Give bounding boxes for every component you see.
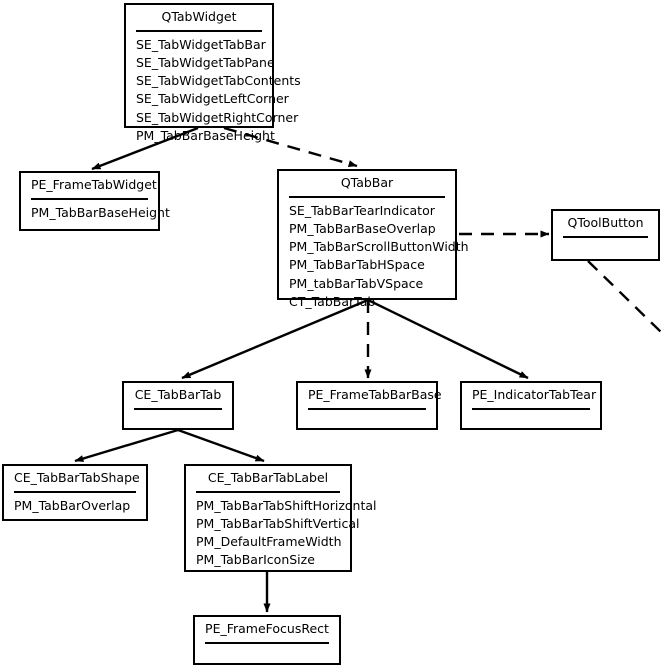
- edge-ce-tabbartab-to-ce-tabbartablabel: [177, 428, 265, 463]
- member-item: PM_TabBarScrollButtonWidth: [289, 239, 469, 255]
- node-divider: [308, 407, 426, 410]
- member-item: SE_TabWidgetLeftCorner: [136, 91, 289, 107]
- node-title: CE_TabBarTabLabel: [207, 470, 329, 485]
- member-item: PM_TabBarBaseHeight: [31, 204, 170, 220]
- node-title: QTabBar: [340, 175, 394, 190]
- node-pe-frametabwidget[interactable]: PE_FrameTabWidget PM_TabBarBaseHeight: [19, 171, 170, 231]
- member-item: SE_TabBarTearIndicator: [289, 202, 435, 218]
- member-item: SE_TabWidgetTabPane: [136, 54, 275, 70]
- node-title: PE_FrameTabBarBase: [308, 387, 442, 402]
- node-members: PM_TabBarTabShiftHorizontal PM_TabBarTab…: [186, 493, 377, 574]
- node-pe-indicatortabtear[interactable]: PE_IndicatorTabTear: [460, 381, 602, 430]
- node-divider: [14, 490, 136, 493]
- node-title: PE_FrameTabWidget: [31, 177, 157, 192]
- member-item: PM_TabBarBaseHeight: [136, 127, 275, 143]
- node-ce-tabbartabshape[interactable]: CE_TabBarTabShape PM_TabBarOverlap: [2, 464, 148, 521]
- node-qtabbar[interactable]: QTabBar SE_TabBarTearIndicator PM_TabBar…: [277, 169, 469, 309]
- edge-ce-tabbartab-to-ce-tabbartabshape: [74, 428, 179, 463]
- member-item: PM_TabBarTabShiftVertical: [196, 515, 360, 531]
- member-item: PM_tabBarTabVSpace: [289, 275, 424, 291]
- node-members: SE_TabBarTearIndicator PM_TabBarBaseOver…: [279, 198, 469, 316]
- node-divider: [289, 195, 445, 198]
- node-divider: [563, 235, 648, 238]
- node-divider: [136, 29, 262, 32]
- node-divider: [134, 407, 222, 410]
- node-pe-framefocusrect[interactable]: PE_FrameFocusRect: [193, 615, 341, 665]
- member-item: CT_TabBarTab: [289, 293, 376, 309]
- node-members: PM_TabBarBaseHeight: [21, 200, 170, 226]
- edge-qtoolbutton-offscreen: [587, 260, 661, 333]
- node-divider: [196, 490, 340, 493]
- member-item: SE_TabWidgetTabContents: [136, 73, 301, 89]
- node-ce-tabbartab[interactable]: CE_TabBarTab: [122, 381, 234, 430]
- node-divider: [472, 407, 590, 410]
- member-item: PM_DefaultFrameWidth: [196, 534, 342, 550]
- node-title: PE_FrameFocusRect: [205, 621, 329, 636]
- node-ce-tabbartablabel[interactable]: CE_TabBarTabLabel PM_TabBarTabShiftHoriz…: [184, 464, 377, 574]
- node-qtoolbutton[interactable]: QToolButton: [551, 209, 660, 261]
- member-item: PM_TabBarIconSize: [196, 552, 315, 568]
- node-title: CE_TabBarTabShape: [14, 470, 140, 485]
- member-item: PM_TabBarTabShiftHorizontal: [196, 497, 377, 513]
- node-members: SE_TabWidgetTabBar SE_TabWidgetTabPane S…: [126, 32, 301, 150]
- node-title: CE_TabBarTab: [134, 387, 222, 402]
- member-item: SE_TabWidgetTabBar: [136, 36, 266, 52]
- node-qtabwidget[interactable]: QTabWidget SE_TabWidgetTabBar SE_TabWidg…: [124, 3, 301, 143]
- member-item: PM_TabBarTabHSpace: [289, 257, 425, 273]
- node-title: PE_IndicatorTabTear: [472, 387, 597, 402]
- node-members: PM_TabBarOverlap: [4, 493, 146, 519]
- node-title: QToolButton: [567, 215, 644, 230]
- member-item: PM_TabBarBaseOverlap: [289, 220, 436, 236]
- member-item: PM_TabBarOverlap: [14, 497, 131, 513]
- node-pe-frametabbarbase[interactable]: PE_FrameTabBarBase: [296, 381, 442, 430]
- member-item: SE_TabWidgetRightCorner: [136, 109, 299, 125]
- node-divider: [205, 641, 329, 644]
- node-title: QTabWidget: [161, 9, 237, 24]
- node-divider: [31, 197, 148, 200]
